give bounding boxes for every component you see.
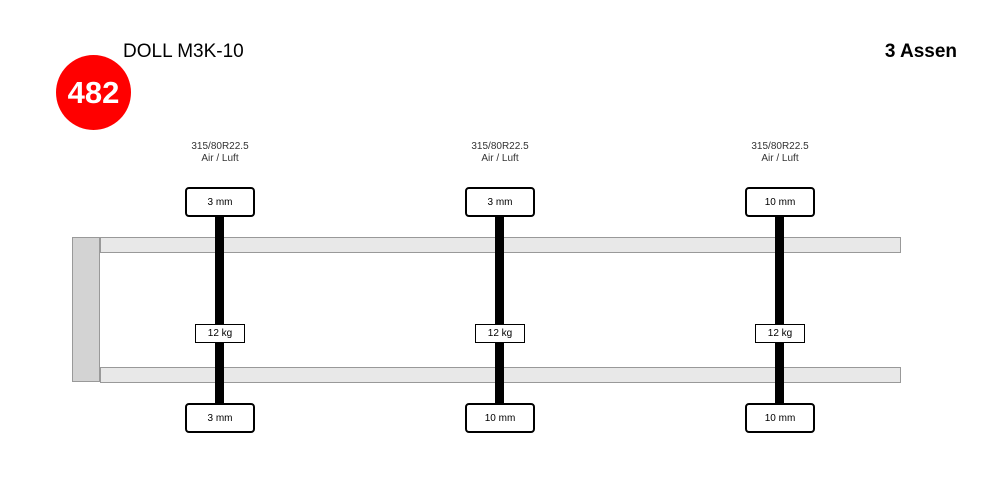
axle-tire-size: 315/80R22.5 (471, 141, 529, 152)
axle-1: 315/80R22.5 Air / Luft 3 mm 12 kg 3 mm (150, 141, 290, 434)
axle-suspension-type: Air / Luft (761, 153, 799, 164)
tire-left-tread[interactable]: 3 mm (185, 187, 255, 217)
tire-left-tread[interactable]: 3 mm (465, 187, 535, 217)
axle-load-label: 12 kg (475, 324, 525, 343)
axle-tire-size: 315/80R22.5 (191, 141, 249, 152)
axle-shaft (495, 217, 504, 404)
axle-shaft (775, 217, 784, 404)
tire-right-tread[interactable]: 10 mm (745, 403, 815, 433)
axle-suspension-type: Air / Luft (481, 153, 519, 164)
axle-3: 315/80R22.5 Air / Luft 10 mm 12 kg 10 mm (710, 141, 850, 434)
trailer-number-badge: 482 (56, 55, 131, 130)
trailer-drawbar (72, 237, 100, 382)
axle-2: 315/80R22.5 Air / Luft 3 mm 12 kg 10 mm (430, 141, 570, 434)
axle-load-label: 12 kg (755, 324, 805, 343)
axle-count-label: 3 Assen (884, 41, 957, 62)
axle-load-label: 12 kg (195, 324, 245, 343)
trailer-model-title: DOLL M3K-10 (123, 41, 244, 62)
tire-right-tread[interactable]: 10 mm (465, 403, 535, 433)
axle-suspension-type: Air / Luft (201, 153, 239, 164)
tire-right-tread[interactable]: 3 mm (185, 403, 255, 433)
tire-left-tread[interactable]: 10 mm (745, 187, 815, 217)
axle-shaft (215, 217, 224, 404)
axle-tire-size: 315/80R22.5 (751, 141, 809, 152)
